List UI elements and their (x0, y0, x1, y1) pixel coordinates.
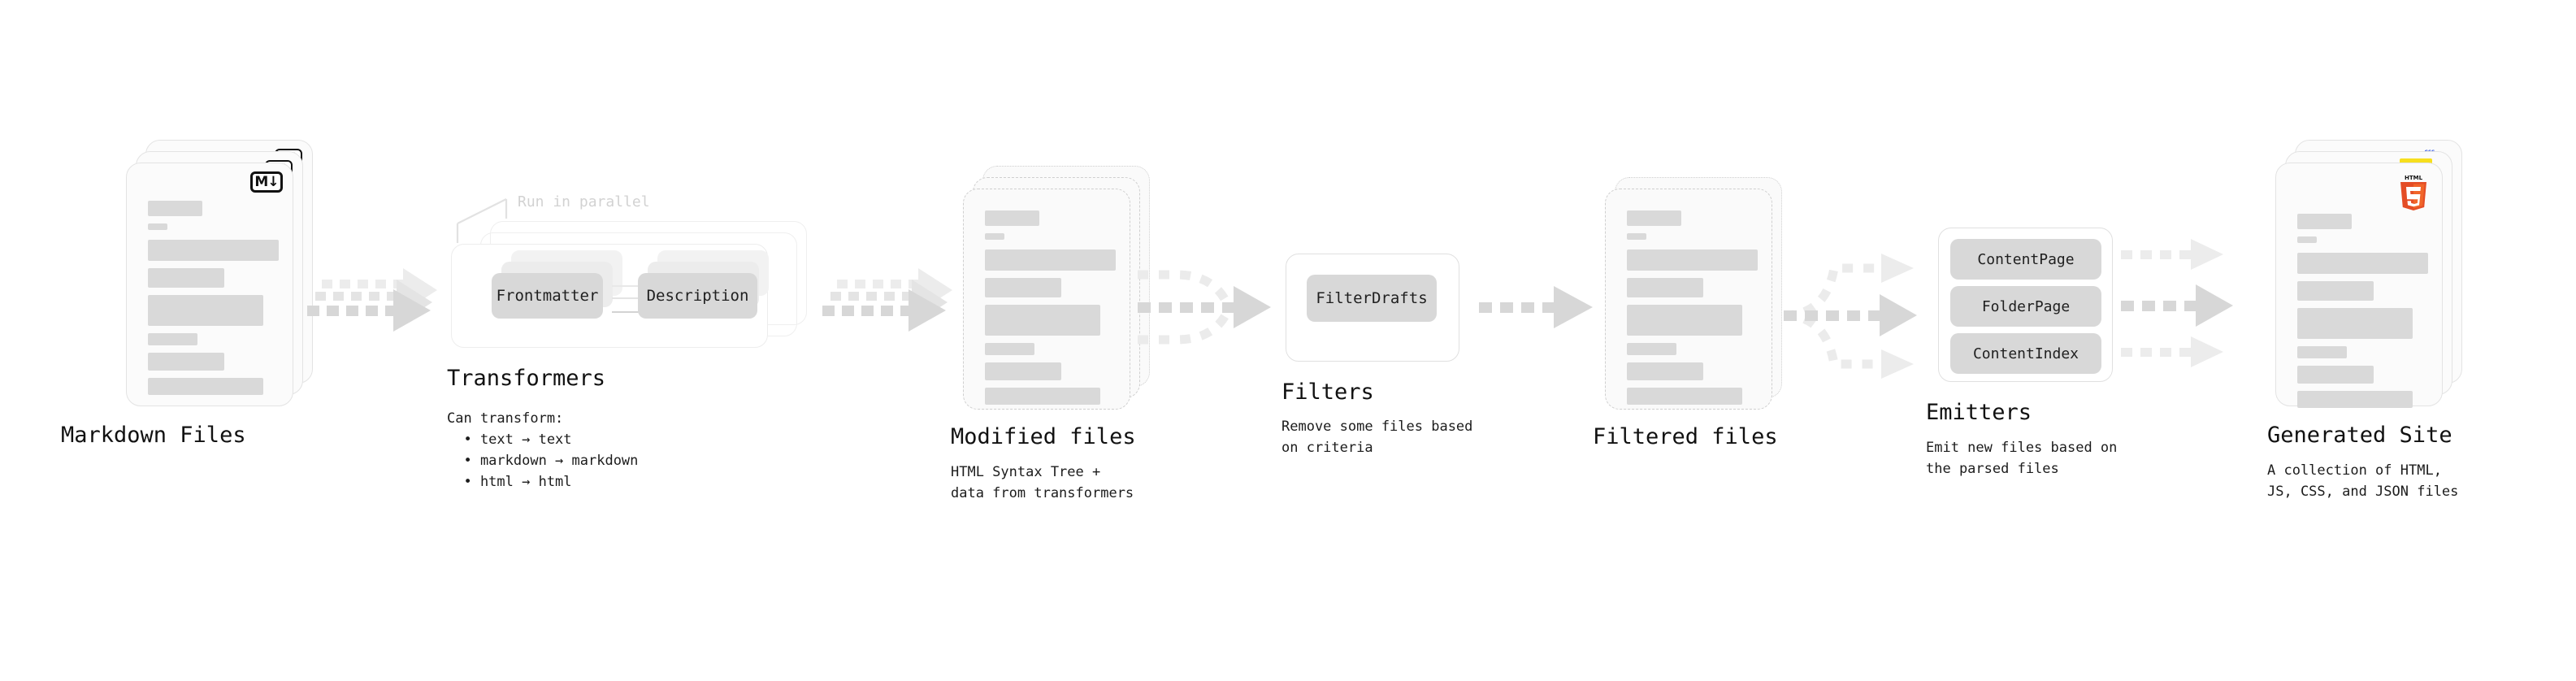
content-line (148, 378, 263, 395)
stage-caption: HTML Syntax Tree + data from transformer… (951, 464, 1134, 501)
content-line (1627, 249, 1758, 271)
stage-caption: A collection of HTML, JS, CSS, and JSON … (2267, 462, 2459, 500)
stage-title: Markdown Files (61, 423, 246, 448)
content-line (985, 388, 1100, 405)
content-line (2297, 308, 2413, 339)
file-content-lines (985, 210, 1116, 412)
file-content-lines (148, 201, 279, 402)
stage-markdown-files: M↓ M↓ M↓ Markdown Files (61, 140, 313, 448)
stage-title: Emitters (1926, 400, 2032, 425)
modified-file-stack (963, 166, 1150, 410)
content-line (985, 278, 1061, 297)
content-line (1627, 388, 1742, 405)
file-sheet-front-html: HTML (2275, 163, 2443, 408)
content-line (985, 343, 1034, 355)
content-line (148, 333, 197, 345)
emitter-pill-folderpage[interactable]: FolderPage (1950, 286, 2101, 327)
stage-caption: Emit new files based on the parsed files (1926, 440, 2118, 477)
generated-file-stack: CSS HTML (2275, 140, 2462, 408)
content-line (2297, 346, 2347, 358)
stage-title: Filtered files (1593, 424, 1778, 449)
content-line (985, 233, 1004, 240)
content-line (985, 305, 1100, 336)
html5-badge-icon: HTML (2400, 175, 2426, 210)
markdown-file-stack: M↓ M↓ M↓ (126, 140, 313, 406)
file-content-lines (2297, 214, 2428, 415)
arrow-filters-to-filtered (1479, 286, 1593, 328)
content-line (985, 249, 1116, 271)
markdown-badge: M↓ (250, 171, 283, 193)
content-line (148, 240, 279, 261)
stage-filtered-files: Filtered files (1593, 177, 1782, 449)
svg-text:HTML: HTML (2405, 175, 2423, 181)
content-line (1627, 305, 1742, 336)
content-line (1627, 210, 1681, 226)
content-line (2297, 236, 2317, 243)
file-sheet-front (1605, 189, 1772, 410)
arrow-filtered-to-emitters (1783, 254, 1917, 379)
arrow-transformers-to-modified (822, 268, 952, 332)
content-line (2297, 214, 2352, 229)
content-line (148, 223, 167, 230)
stage-caption: Remove some files based on criteria (1281, 419, 1473, 456)
content-line (2297, 391, 2413, 408)
stage-generated-site: CSS HTML (2267, 140, 2462, 500)
run-in-parallel-label: Run in parallel (518, 193, 650, 210)
content-line (148, 295, 263, 326)
file-sheet-front: M↓ (126, 163, 293, 406)
arrow-emitters-to-site (2121, 239, 2233, 367)
stage-caption: Can transform: • text → text • markdown … (447, 410, 639, 490)
file-content-lines (1627, 210, 1758, 412)
stage-title: Modified files (951, 424, 1136, 449)
file-sheet-front (963, 189, 1130, 410)
content-line (148, 353, 224, 371)
content-line (2297, 366, 2374, 384)
emitter-pill-contentindex[interactable]: ContentIndex (1950, 333, 2101, 374)
content-line (148, 268, 224, 288)
transformer-pill-description[interactable]: Description (638, 273, 757, 319)
content-line (1627, 343, 1676, 355)
arrow-markdown-to-transformers (307, 268, 437, 332)
content-line (985, 210, 1039, 226)
filter-pill-filterdrafts[interactable]: FilterDrafts (1307, 275, 1437, 322)
content-line (985, 362, 1061, 380)
stage-title: Transformers (447, 366, 606, 391)
content-line (1627, 233, 1646, 240)
stage-title: Filters (1281, 380, 1374, 405)
filtered-file-stack (1605, 177, 1782, 410)
content-line (1627, 362, 1703, 380)
content-line (1627, 278, 1703, 297)
transformer-pill-frontmatter[interactable]: Frontmatter (492, 273, 603, 319)
emitter-pill-contentpage[interactable]: ContentPage (1950, 239, 2101, 280)
content-line (2297, 253, 2428, 274)
stage-modified-files: Modified files HTML Syntax Tree + data f… (951, 166, 1150, 501)
stage-title: Generated Site (2267, 423, 2452, 448)
run-in-parallel-bracket (456, 198, 508, 243)
content-line (148, 201, 202, 216)
arrow-modified-to-filters (1138, 270, 1271, 345)
content-line (2297, 281, 2374, 301)
